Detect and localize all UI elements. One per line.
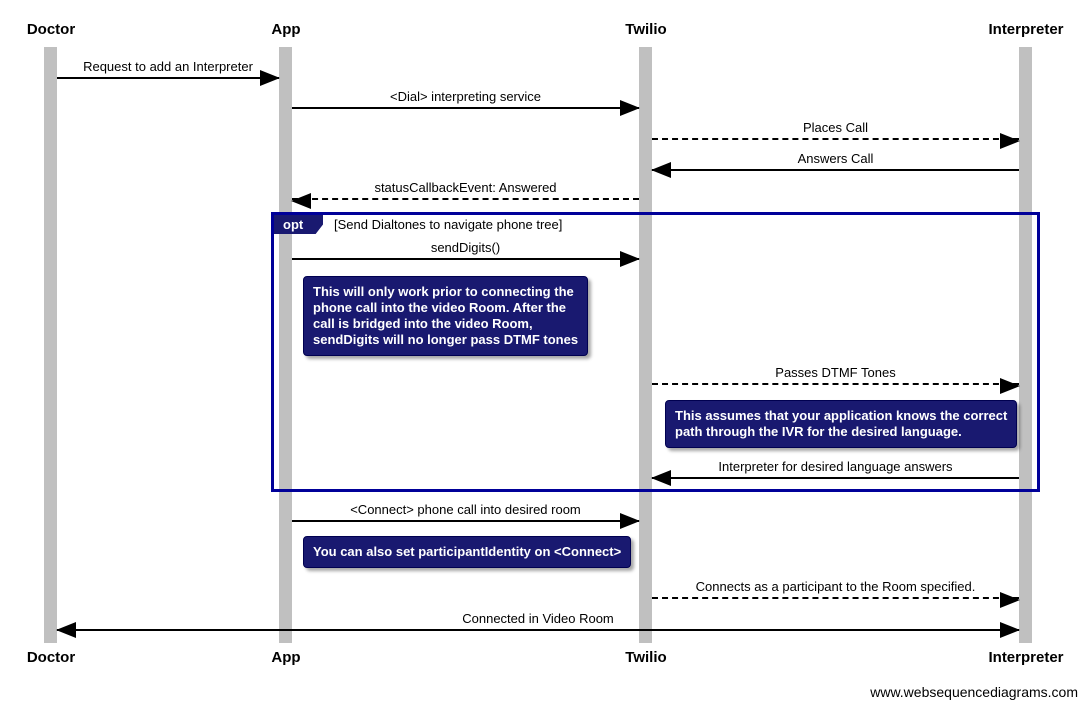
message-label: <Connect> phone call into desired room: [350, 502, 581, 517]
actor-label-doctor-bottom: Doctor: [26, 649, 76, 666]
arrowhead-left-icon: [651, 470, 671, 486]
note-line: You can also set participantIdentity on …: [313, 544, 622, 559]
lifeline-interpreter: [1019, 47, 1032, 643]
note-ivr-path-assumption: This assumes that your application knows…: [665, 400, 1018, 448]
lifeline-twilio: [639, 47, 652, 643]
actor-label-twilio-bottom: Twilio: [625, 649, 667, 666]
message-connected-in-video-room: Connected in Video Room: [56, 611, 1020, 638]
opt-frame: opt [Send Dialtones to navigate phone tr…: [271, 212, 1040, 492]
actor-label-app-bottom: App: [271, 649, 301, 666]
message-label: Answers Call: [797, 151, 874, 166]
message-label: sendDigits(): [430, 240, 501, 255]
note-line: This will only work prior to connecting …: [313, 284, 574, 299]
message-status-callback-answered: statusCallbackEvent: Answered: [291, 180, 639, 209]
note-line: call is bridged into the video Room,: [313, 316, 533, 331]
actor-label-doctor-top: Doctor: [26, 21, 76, 38]
arrowhead-right-icon: [1000, 592, 1020, 608]
arrowhead-right-icon: [1000, 133, 1020, 149]
message-request-to-add-interpreter: Request to add an Interpreter: [57, 59, 280, 86]
arrowhead-right-icon: [1000, 378, 1020, 394]
note-line: This assumes that your application knows…: [675, 408, 1008, 423]
note-line: phone call into the video Room. After th…: [313, 300, 567, 315]
actor-label-interpreter-bottom: Interpreter: [988, 649, 1064, 666]
message-label: Interpreter for desired language answers: [718, 459, 953, 474]
arrowhead-right-icon: [620, 100, 640, 116]
message-passes-dtmf-tones: Passes DTMF Tones: [652, 365, 1020, 394]
opt-frame-label: opt: [274, 215, 323, 234]
message-label: Passes DTMF Tones: [775, 365, 896, 380]
lifeline-doctor: [44, 47, 57, 643]
arrowhead-right-icon: [620, 513, 640, 529]
arrowhead-left-icon: [651, 162, 671, 178]
arrowhead-left-icon: [291, 193, 311, 209]
actor-label-app-top: App: [271, 21, 301, 38]
message-label: Connected in Video Room: [462, 611, 614, 626]
message-answers-call: Answers Call: [651, 151, 1019, 178]
arrowhead-right-icon: [260, 70, 280, 86]
message-interpreter-answers: Interpreter for desired language answers: [651, 459, 1019, 486]
note-line: path through the IVR for the desired lan…: [675, 424, 962, 439]
note-senddigits-limitation: This will only work prior to connecting …: [303, 276, 589, 356]
note-participant-identity: You can also set participantIdentity on …: [303, 536, 632, 568]
arrowhead-right-icon: [1000, 622, 1020, 638]
message-connects-as-participant: Connects as a participant to the Room sp…: [652, 579, 1020, 608]
message-label: Places Call: [802, 120, 869, 135]
message-places-call: Places Call: [652, 120, 1020, 149]
opt-frame-condition: [Send Dialtones to navigate phone tree]: [334, 217, 563, 232]
watermark: www.websequencediagrams.com: [870, 684, 1078, 700]
arrowhead-left-icon: [56, 622, 76, 638]
message-label: statusCallbackEvent: Answered: [374, 180, 557, 195]
message-label: <Dial> interpreting service: [389, 89, 542, 104]
message-senddigits: sendDigits(): [292, 240, 640, 267]
note-line: sendDigits will no longer pass DTMF tone…: [313, 332, 579, 347]
message-connect-phone-call: <Connect> phone call into desired room: [292, 502, 640, 529]
message-dial-interpreting-service: <Dial> interpreting service: [292, 89, 640, 116]
lifeline-app: [279, 47, 292, 643]
message-label: Request to add an Interpreter: [83, 59, 253, 74]
actor-label-interpreter-top: Interpreter: [988, 21, 1064, 38]
actor-label-twilio-top: Twilio: [625, 21, 667, 38]
arrowhead-right-icon: [620, 251, 640, 267]
message-label: Connects as a participant to the Room sp…: [695, 579, 976, 594]
